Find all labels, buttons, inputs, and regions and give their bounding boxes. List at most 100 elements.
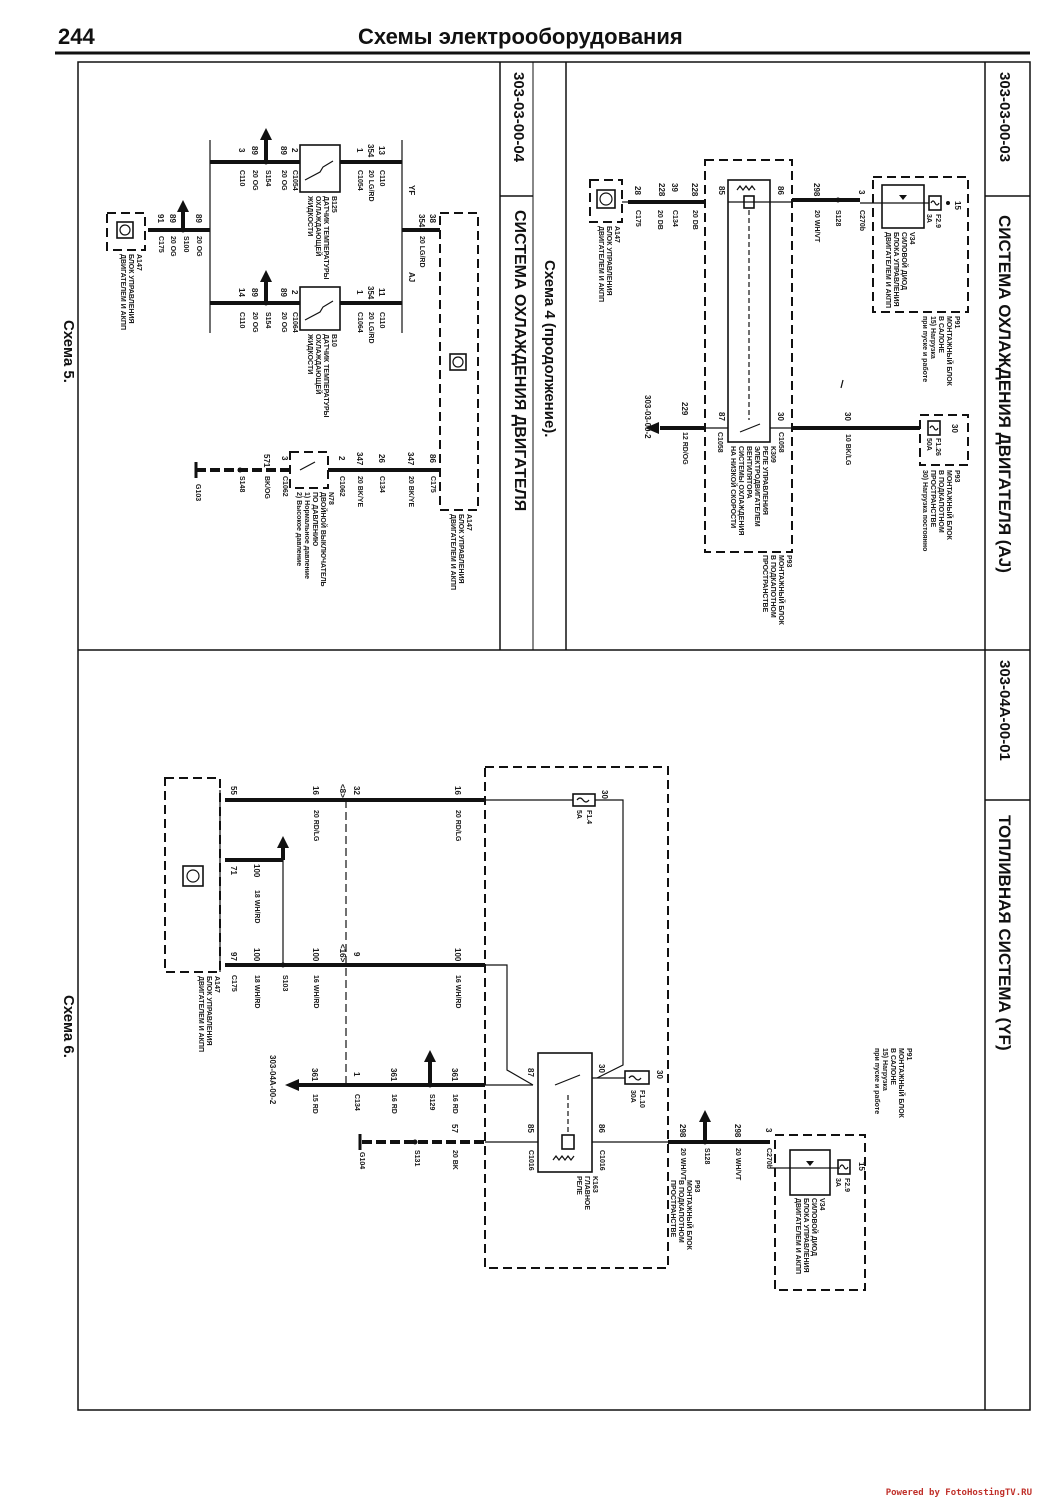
fuse-rating: 5A <box>575 810 582 819</box>
wire-number: 354 <box>417 214 426 228</box>
wire-color: 20 OG <box>280 312 287 333</box>
wire-number: 229 <box>680 402 689 416</box>
wire-number: 16 <box>311 786 320 795</box>
splice-label: S148 <box>238 476 245 493</box>
connector-label: C1058 <box>777 432 784 453</box>
wire-number: 89 <box>279 146 288 155</box>
variant-label: AJ <box>407 272 416 283</box>
ground-label: G103 <box>194 484 201 502</box>
pin-label: 11 <box>377 288 386 297</box>
wire-color: 20 OG <box>280 170 287 191</box>
wire-number: 354 <box>366 144 375 158</box>
wire-color: 20 WH/VT <box>813 210 820 243</box>
wire-color: 20 BK/YE <box>356 476 363 508</box>
pin-label: 85 <box>526 1124 535 1133</box>
component-label-a147: A147 БЛОК УПРАВЛЕНИЯ ДВИГАТЕЛЕМ И АКПП <box>449 514 472 590</box>
splice-label: S129 <box>428 1094 435 1111</box>
pin-label: 3 <box>280 456 289 461</box>
wire-color: 20 LG/RD <box>367 170 374 202</box>
pin-label: 2 <box>290 290 299 295</box>
splice-label: S154 <box>264 312 271 329</box>
pin-label: 15 <box>857 1162 866 1171</box>
pin-label: 30 <box>776 412 785 421</box>
wire-number: 89 <box>250 146 259 155</box>
connector-label: C270b <box>858 210 865 232</box>
pin-label: 39 <box>670 183 679 192</box>
connector-label: C175 <box>429 476 436 493</box>
diagram-303-03-00-03 <box>589 159 969 553</box>
wire-number: 100 <box>252 948 261 962</box>
connector-label: C134 <box>671 210 678 227</box>
wire-number: 57 <box>450 1124 459 1133</box>
wire-color: 20 WH/VT <box>734 1148 741 1181</box>
wire-color: 20 LG/RD <box>367 312 374 344</box>
pin-label: 30 <box>655 1070 664 1079</box>
component-label-b10: B10 ДАТЧИК ТЕМПЕРАТУРЫ ОХЛАЖДАЮЩЕЙ ЖИДКО… <box>306 334 337 418</box>
pin-label: 86 <box>597 1124 606 1133</box>
wire-color: 20 OG <box>195 236 202 257</box>
pin-label: 14 <box>237 288 246 297</box>
pin-label: 86 <box>776 186 785 195</box>
connector-label: C1054 <box>291 170 298 191</box>
wire-number: 89 <box>279 288 288 297</box>
connector-label: C1016 <box>598 1150 605 1171</box>
wire-color: 18 WH/RD <box>253 890 260 924</box>
section-title-d2: СИСТЕМА ОХЛАЖДЕНИЯ ДВИГАТЕЛЯ <box>511 210 528 512</box>
pin-label: 15 <box>953 201 962 210</box>
connector-label: C175 <box>157 236 164 253</box>
wire-number: 89 <box>168 214 177 223</box>
wire-number: 298 <box>733 1124 742 1138</box>
component-label-a147: A147 БЛОК УПРАВЛЕНИЯ ДВИГАТЕЛЕМ И АКПП <box>119 254 142 330</box>
pin-label: 1 <box>355 148 364 153</box>
wire-color: 20 RD/LG <box>454 810 461 842</box>
connector-label: C175 <box>230 975 237 992</box>
pin-label: 87 <box>526 1068 535 1077</box>
page-reference: 303-04A-00-2 <box>268 1055 277 1105</box>
wire-color: 20 DB <box>656 210 663 230</box>
wire-number: 347 <box>406 452 415 466</box>
page-title: Схемы электрооборудования <box>358 24 683 49</box>
pin-label: 13 <box>377 146 386 155</box>
pin-label: 55 <box>229 786 238 795</box>
wire-number: 100 <box>453 948 462 962</box>
connector-label: C110 <box>238 170 245 187</box>
component-label-k309: K309 РЕЛЕ УПРАВЛЕНИЯ ЭЛЕКТРОДВИГАТЕЛЕМ В… <box>729 446 776 536</box>
fuse-label: F1.4 <box>585 810 592 825</box>
diagram-303-03-00-04 <box>106 128 479 511</box>
component-label-b125: B125 ДАТЧИК ТЕМПЕРАТУРЫ ОХЛАЖДАЮЩЕЙ ЖИДК… <box>306 196 337 280</box>
connector-label: C1058 <box>716 432 723 453</box>
pin-label: 3 <box>857 190 866 195</box>
fuse-rating: 3A <box>834 1178 841 1187</box>
component-label-p91: P91 МОНТАЖНЫЙ БЛОК В САЛОНЕ 15) Нагрузка… <box>921 316 960 386</box>
connector-label: C270b <box>765 1148 772 1170</box>
connector-label: C1062 <box>338 476 345 497</box>
pin-label: <8> <box>338 784 347 798</box>
pin-label: 32 <box>352 786 361 795</box>
splice-label: S100 <box>182 236 189 253</box>
component-label-k163: K163 ГЛАВНОЕ РЕЛЕ <box>575 1176 598 1210</box>
splice-label: S154 <box>264 170 271 187</box>
wire-color: 20 DB <box>691 210 698 230</box>
fuse-rating: 30A <box>629 1090 636 1103</box>
caption-scheme-5: Схема 5. <box>60 320 77 383</box>
pin-label: 2 <box>337 456 346 461</box>
fuse-label: F1.10 <box>638 1090 645 1108</box>
pin-label: 1 <box>352 1072 361 1077</box>
component-label-p91: P91 МОНТАЖНЫЙ БЛОК В САЛОНЕ 15) Нагрузка… <box>873 1048 912 1118</box>
splice-label: S128 <box>703 1148 710 1165</box>
component-label-p93: P93 МОНТАЖНЫЙ БЛОК В ПОДКАПОТНОМ ПРОСТРА… <box>669 1180 700 1250</box>
pin-label: 1 <box>355 290 364 295</box>
wire-number: 361 <box>389 1068 398 1082</box>
wire-number: 89 <box>250 288 259 297</box>
wire-number: 228 <box>657 183 666 197</box>
wire-number: 89 <box>194 214 203 223</box>
pin-label: 85 <box>717 186 726 195</box>
connector-label: C1064 <box>291 312 298 333</box>
pin-label: 3 <box>237 148 246 153</box>
wire-number: 100 <box>311 948 320 962</box>
section-subtitle-d2: Схема 4 (продолжение). <box>541 260 558 438</box>
connector-label: C110 <box>378 170 385 187</box>
pin-label: 30 <box>597 1064 606 1073</box>
connector-label: C1062 <box>281 476 288 497</box>
wire-color: 15 RD <box>311 1094 318 1114</box>
